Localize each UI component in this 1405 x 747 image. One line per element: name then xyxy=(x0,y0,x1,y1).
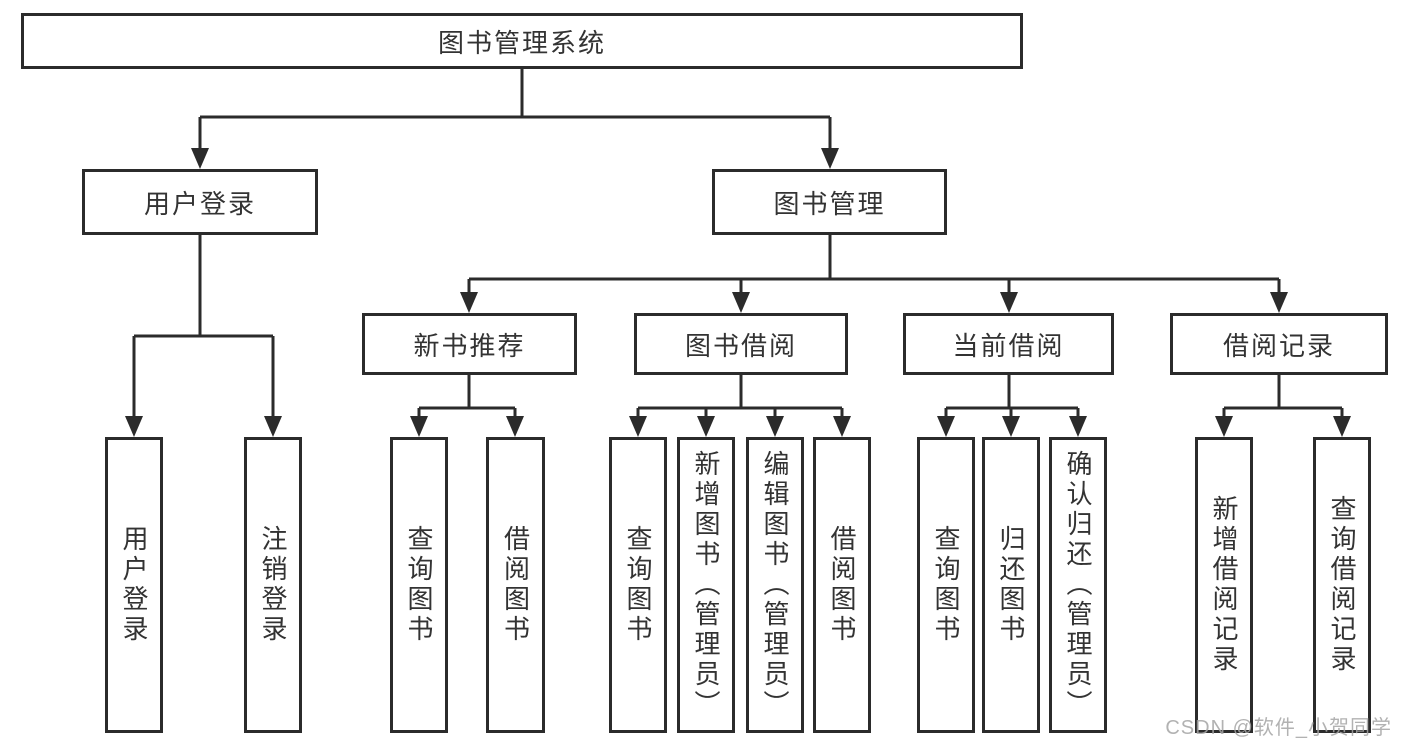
arrowheads xyxy=(125,148,1351,437)
node-book-borrow: 图书借阅 xyxy=(634,313,848,375)
node-borrow-records: 借阅记录 xyxy=(1170,313,1388,375)
leaf-confirm-return-admin: 确认归还（管理员） xyxy=(1049,437,1107,733)
leaf-add-books-admin: 新增图书（管理员） xyxy=(677,437,735,733)
leaf-borrow-books-1-label: 借阅图书 xyxy=(500,525,531,645)
leaf-query-books-2: 查询图书 xyxy=(609,437,667,733)
leaf-user-login-label: 用户登录 xyxy=(119,525,149,645)
csdn-watermark: CSDN @软件_小贺同学 xyxy=(1165,717,1392,739)
node-root: 图书管理系统 xyxy=(21,13,1023,69)
node-user-login: 用户登录 xyxy=(82,169,318,235)
leaf-add-books-admin-label: 新增图书（管理员） xyxy=(691,450,721,720)
leaf-borrow-books-1: 借阅图书 xyxy=(486,437,545,733)
leaf-borrow-books-2: 借阅图书 xyxy=(813,437,871,733)
node-new-book-recommend-label: 新书推荐 xyxy=(413,330,526,361)
node-book-borrow-label: 图书借阅 xyxy=(684,330,797,361)
leaf-logout: 注销登录 xyxy=(244,437,302,733)
leaf-query-books-3: 查询图书 xyxy=(917,437,975,733)
node-new-book-recommend: 新书推荐 xyxy=(362,313,577,375)
leaf-add-borrow-record: 新增借阅记录 xyxy=(1195,437,1253,733)
node-current-borrow-label: 当前借阅 xyxy=(952,330,1065,361)
leaf-user-login: 用户登录 xyxy=(105,437,163,733)
leaf-query-books-2-label: 查询图书 xyxy=(623,525,653,645)
node-current-borrow: 当前借阅 xyxy=(903,313,1114,375)
node-book-management: 图书管理 xyxy=(712,169,947,235)
leaf-query-books-1-label: 查询图书 xyxy=(404,525,434,645)
leaf-edit-books-admin-label: 编辑图书（管理员） xyxy=(760,450,790,720)
leaf-return-books: 归还图书 xyxy=(982,437,1040,733)
leaf-confirm-return-admin-label: 确认归还（管理员） xyxy=(1063,450,1093,720)
leaf-add-borrow-record-label: 新增借阅记录 xyxy=(1209,495,1239,675)
leaf-return-books-label: 归还图书 xyxy=(996,525,1026,645)
node-borrow-records-label: 借阅记录 xyxy=(1222,330,1335,361)
leaf-borrow-books-2-label: 借阅图书 xyxy=(827,525,857,645)
leaf-query-books-3-label: 查询图书 xyxy=(931,525,961,645)
leaf-query-borrow-record: 查询借阅记录 xyxy=(1313,437,1371,733)
node-book-management-label: 图书管理 xyxy=(773,188,886,219)
node-root-label: 图书管理系统 xyxy=(437,27,606,58)
node-user-login-label: 用户登录 xyxy=(143,188,256,219)
leaf-edit-books-admin: 编辑图书（管理员） xyxy=(746,437,804,733)
leaf-query-books-1: 查询图书 xyxy=(390,437,448,733)
leaf-query-borrow-record-label: 查询借阅记录 xyxy=(1327,495,1357,675)
leaf-logout-label: 注销登录 xyxy=(258,525,288,645)
